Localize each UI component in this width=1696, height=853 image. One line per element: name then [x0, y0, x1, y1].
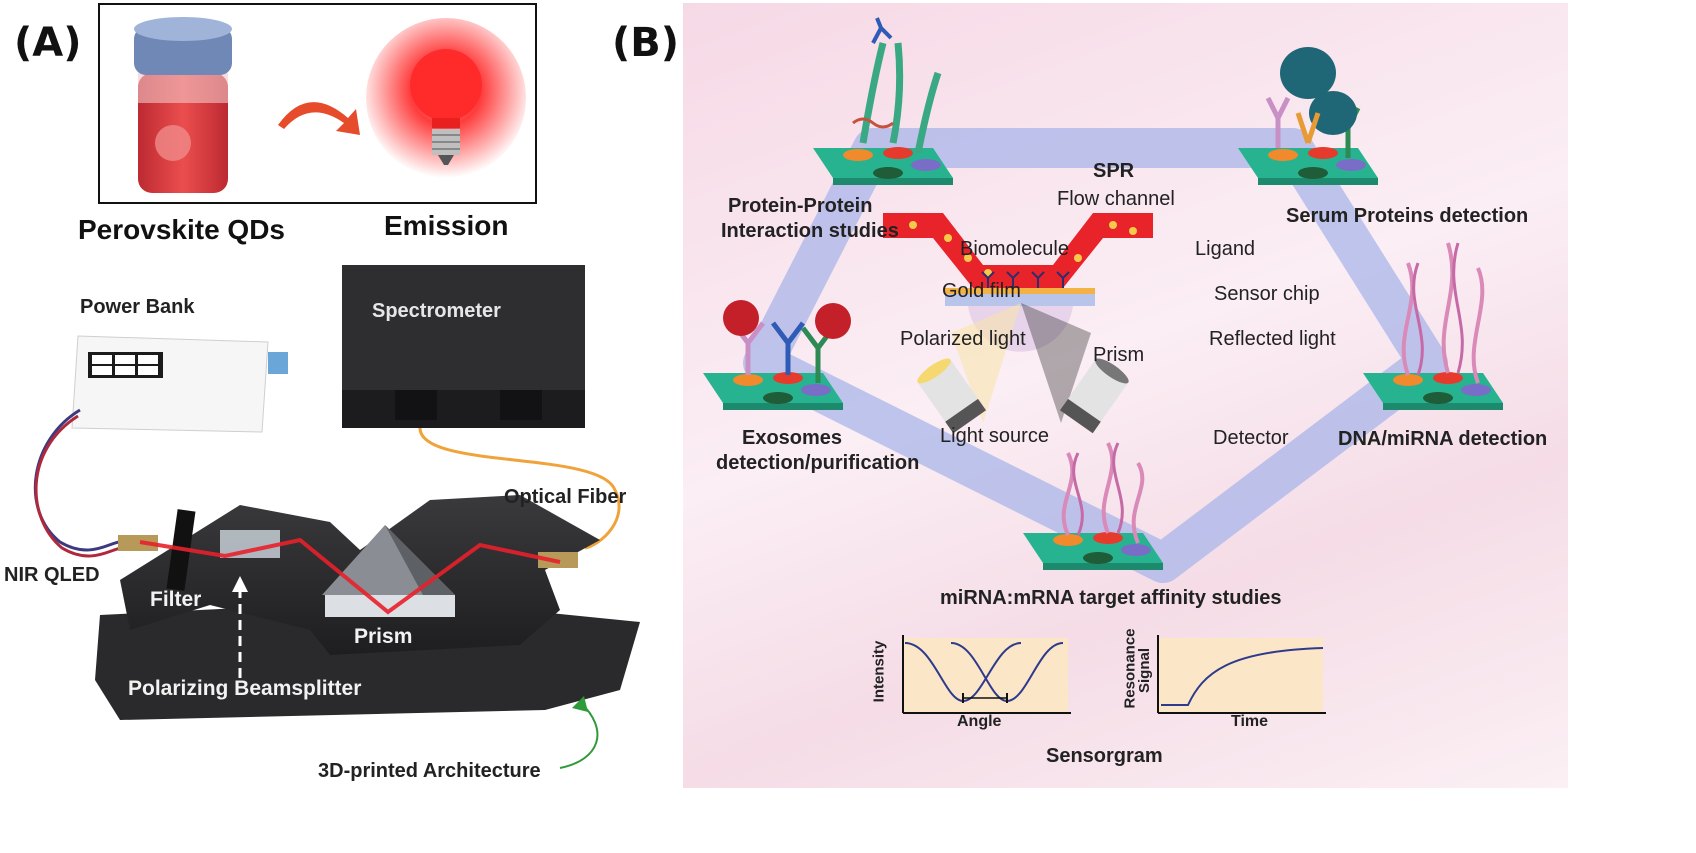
spectrometer-box	[342, 265, 585, 428]
laser-beam	[139, 537, 561, 615]
label-dna: DNA/miRNA detection	[1338, 428, 1548, 450]
sensorgram-left-plot	[902, 635, 1071, 714]
light-source-icon	[917, 358, 987, 434]
spr-title: SPR	[1093, 160, 1135, 182]
inset-illustration	[134, 17, 526, 193]
label-exo-line2: detection/purification	[716, 452, 920, 474]
power-bank-box	[71, 335, 288, 433]
label-prism-b: Prism	[1093, 344, 1145, 366]
label-sensor-chip: Sensor chip	[1214, 283, 1320, 305]
sensorgram-left-xlabel: Angle	[957, 713, 1002, 730]
label-light-source: Light source	[940, 425, 1049, 447]
detector-icon	[1059, 358, 1129, 434]
vial-icon	[134, 17, 232, 193]
label-prism: Prism	[354, 625, 413, 648]
inset-right-caption: Emission	[384, 210, 509, 241]
label-3d-printed-architecture: 3D-printed Architecture	[318, 760, 541, 782]
chip-serum-proteins	[1238, 47, 1378, 185]
inset-left-caption: Perovskite QDs	[78, 214, 285, 245]
spr-diagram	[703, 17, 1503, 714]
label-ppi-line2: Interaction studies	[721, 220, 899, 242]
light-bulb-icon	[366, 18, 526, 178]
hexagon-band	[743, 128, 1448, 583]
label-filter: Filter	[150, 588, 202, 611]
label-ligand: Ligand	[1195, 238, 1256, 260]
green-pointer-arrow	[559, 701, 599, 769]
label-reflected-light: Reflected light	[1209, 328, 1336, 350]
sensorgram-right-xlabel: Time	[1231, 713, 1269, 730]
label-power-bank: Power Bank	[80, 296, 195, 318]
label-mirna: miRNA:mRNA target affinity studies	[940, 587, 1282, 609]
chip-exosomes	[703, 300, 851, 410]
chip-dna-mirna	[1363, 242, 1503, 410]
curved-arrow-icon	[278, 102, 360, 135]
label-ppi-line1: Protein-Protein	[728, 195, 873, 217]
label-biomolecule: Biomolecule	[960, 238, 1069, 260]
label-polarized-light: Polarized light	[900, 328, 1026, 350]
label-nir-qled: NIR QLED	[4, 564, 100, 586]
label-polarizing-beamsplitter: Polarizing Beamsplitter	[128, 677, 362, 700]
label-gold-film: Gold film	[942, 280, 1021, 302]
label-optical-fiber: Optical Fiber	[504, 486, 627, 508]
label-serum: Serum Proteins detection	[1286, 205, 1529, 227]
spr-schematic	[883, 213, 1153, 434]
label-exo-line1: Exosomes	[742, 427, 843, 449]
sensorgram-title: Sensorgram	[1046, 745, 1163, 767]
label-spectrometer: Spectrometer	[372, 300, 501, 322]
sensorgram-left-ylabel: Intensity	[870, 640, 888, 703]
panel-b-letter: (B)	[612, 20, 680, 66]
3d-printed-base	[95, 495, 640, 720]
device-illustration	[33, 265, 640, 769]
label-detector: Detector	[1213, 427, 1289, 449]
panel-a-letter: (A)	[14, 20, 82, 66]
flow-channel-icon	[883, 213, 1153, 288]
sensorgram-right-ylabel-line2: Signal	[1136, 647, 1154, 694]
chip-mirna-mrna	[1023, 442, 1163, 570]
label-flow-channel: Flow channel	[1057, 188, 1175, 210]
chip-protein-protein	[813, 17, 953, 185]
sensorgram-right-plot	[1157, 635, 1326, 714]
